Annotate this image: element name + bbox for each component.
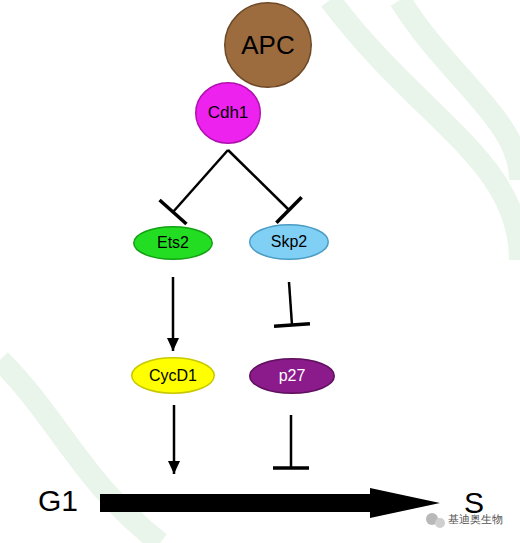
watermark-text: 基迪奥生物 — [448, 512, 503, 527]
node-label: Ets2 — [157, 234, 189, 252]
shape-fill — [134, 227, 213, 260]
inhibition-line — [290, 415, 293, 468]
progression-arrow — [100, 488, 440, 518]
activation-arrow — [172, 277, 175, 351]
protein-ellipse: p27 — [249, 358, 335, 394]
shape-fill — [250, 359, 335, 394]
protein-circle: Cdh1 — [195, 82, 261, 144]
protein-ellipse: CycD1 — [131, 357, 215, 394]
inhibition-line — [228, 150, 289, 210]
shape-fill — [132, 358, 215, 394]
shape-fill — [250, 225, 329, 260]
node-label: APC — [241, 30, 294, 61]
node-label: Skp2 — [271, 233, 307, 251]
protein-ellipse: Ets2 — [133, 226, 213, 260]
inhibition-line — [289, 282, 292, 325]
activation-arrow — [173, 405, 176, 474]
watermark-icon — [426, 513, 445, 528]
dna-strand — [400, 0, 520, 180]
shape-fill — [196, 83, 261, 144]
inhibition-line — [173, 150, 228, 212]
complex-circle: APC — [224, 2, 312, 88]
phase-label: G1 — [38, 484, 78, 518]
dna-strand — [330, 0, 520, 260]
dna-strand — [0, 360, 160, 543]
shape-fill — [225, 3, 312, 88]
protein-ellipse: Skp2 — [249, 224, 329, 260]
node-label: Cdh1 — [208, 103, 249, 123]
node-label: CycD1 — [149, 367, 197, 385]
icon-dot — [435, 518, 445, 528]
node-label: p27 — [279, 367, 306, 385]
